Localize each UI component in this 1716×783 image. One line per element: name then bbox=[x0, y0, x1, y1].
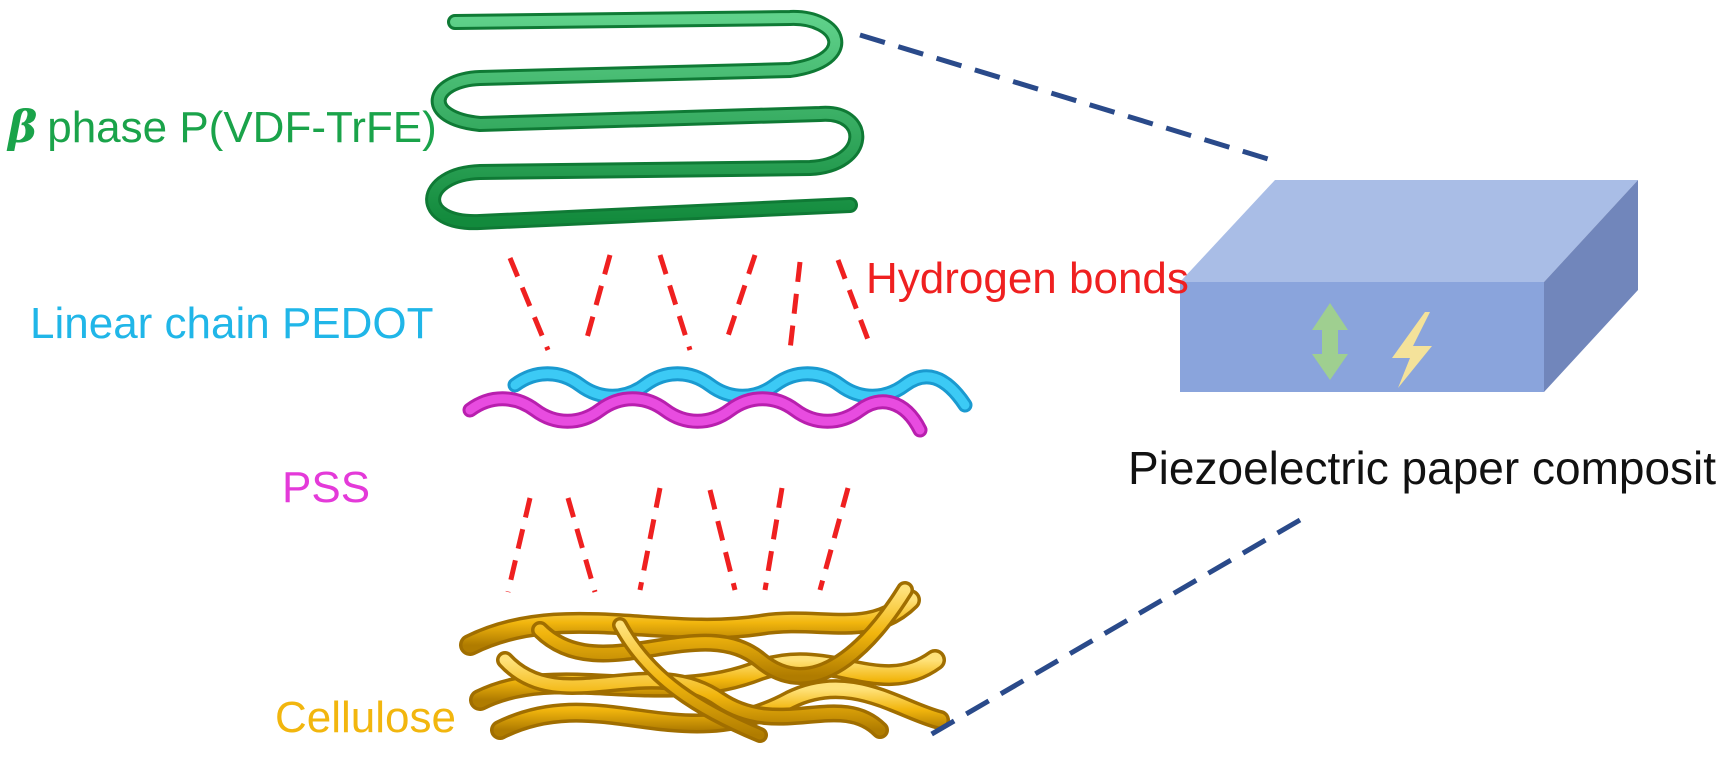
lightning-icon bbox=[1392, 312, 1432, 388]
composite-slab bbox=[1180, 180, 1638, 392]
pvdf-label-text: phase P(VDF-TrFE) bbox=[47, 103, 437, 152]
slab-front-face bbox=[1180, 282, 1544, 392]
pss-helix bbox=[462, 391, 928, 438]
pedot-label: Linear chain PEDOT bbox=[30, 299, 434, 348]
double-arrow-icon bbox=[1312, 303, 1348, 380]
pvdf-ribbon bbox=[425, 9, 865, 231]
slab-top-face bbox=[1180, 180, 1638, 282]
hydrogen-bonds-top bbox=[507, 254, 873, 351]
hydrogen-bonds-label: Hydrogen bonds bbox=[866, 254, 1189, 303]
hydrogen-bonds-bottom bbox=[505, 487, 851, 593]
composite-label: Piezoelectric paper composite bbox=[1128, 442, 1716, 494]
cellulose-fibres bbox=[459, 581, 950, 743]
connector-lines bbox=[859, 32, 1302, 738]
slab-side-face bbox=[1544, 180, 1638, 392]
beta-symbol: β bbox=[8, 102, 38, 153]
pss-label: PSS bbox=[282, 463, 371, 512]
cellulose-label: Cellulose bbox=[275, 693, 456, 742]
